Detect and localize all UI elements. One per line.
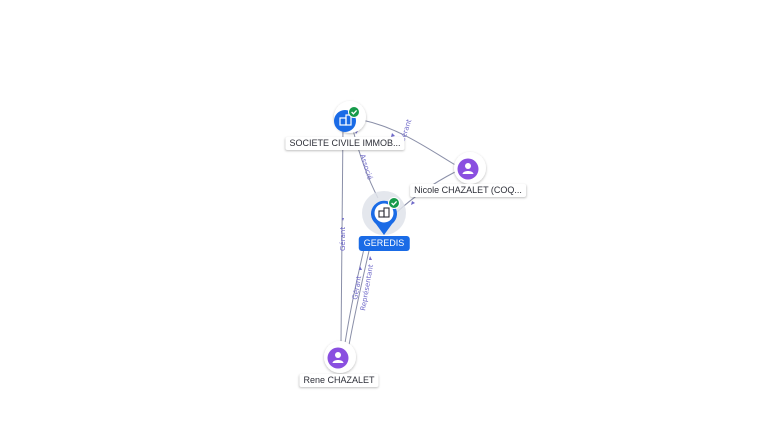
node-label-societe[interactable]: SOCIETE CIVILE IMMOB...: [285, 137, 405, 150]
node-label-rene[interactable]: Rene CHAZALET: [299, 374, 379, 387]
node-geredis[interactable]: [362, 191, 406, 235]
node-societe[interactable]: [334, 101, 366, 133]
building-icon: [339, 114, 352, 126]
node-label-geredis[interactable]: GEREDIS: [358, 236, 410, 251]
node-rene[interactable]: [324, 341, 356, 373]
person-icon: [462, 163, 474, 174]
node-nicole[interactable]: [454, 152, 486, 184]
edge-label-associe: Associé: [358, 153, 374, 181]
verified-badge-icon: [388, 197, 400, 209]
edge-arrow: [342, 218, 344, 221]
building-icon: [378, 207, 390, 218]
verified-badge-icon: [348, 106, 360, 118]
edge-arrow: [411, 201, 415, 205]
node-label-nicole[interactable]: Nicole CHAZALET (COQ...: [410, 184, 526, 197]
person-icon: [332, 352, 344, 363]
edge-arrow: [369, 256, 372, 260]
edge-arrow: [359, 266, 362, 270]
edge-rene-geredis-2: [348, 241, 372, 346]
edge-label-representant: Représentant: [359, 263, 375, 311]
edge-arrow: [391, 133, 395, 137]
edge-nicole-societe: [361, 119, 458, 167]
edge-rene-societe: [340, 124, 344, 344]
edge-societe-geredis: [351, 125, 379, 199]
edge-label-gerant: Gérant: [339, 227, 347, 251]
